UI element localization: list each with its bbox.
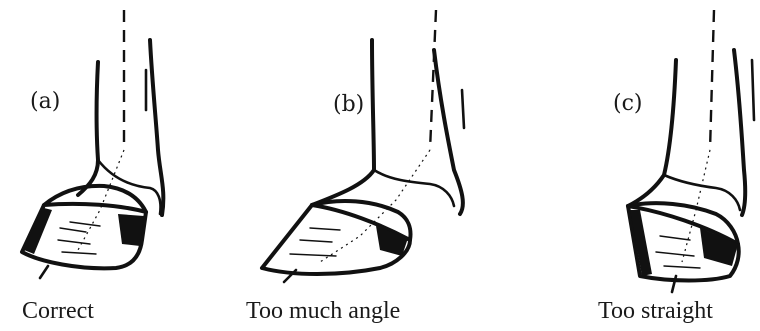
panel-c-caption: Too straight bbox=[598, 298, 713, 324]
panel-c-leg-front bbox=[626, 58, 678, 208]
panel-a-leg-front bbox=[76, 60, 100, 197]
panel-b-tendon bbox=[460, 88, 466, 130]
panel-a-coronet bbox=[42, 183, 148, 214]
panel-a-hoof bbox=[20, 201, 148, 271]
panel-c: (c) Too straight bbox=[598, 9, 756, 324]
panel-b-hoof bbox=[260, 203, 412, 276]
panel-b: (b) Too much angle bbox=[246, 9, 466, 324]
panel-c-hoof bbox=[626, 204, 741, 283]
panel-c-coronet bbox=[626, 201, 740, 246]
panel-b-coronet bbox=[310, 198, 413, 242]
panel-b-leg-front bbox=[310, 38, 376, 207]
panel-a-leg-back bbox=[148, 38, 166, 217]
panel-a-label: (a) bbox=[30, 89, 60, 114]
panel-b-leg-back bbox=[432, 48, 465, 216]
panel-c-axis bbox=[708, 9, 716, 151]
panel-a-hoof-shade bbox=[24, 208, 52, 254]
panel-c-hoof-shade bbox=[630, 210, 652, 276]
panel-c-label: (c) bbox=[613, 91, 643, 116]
panel-a: (a) Correct bbox=[20, 10, 166, 324]
panel-a-pastern bbox=[96, 158, 162, 216]
panel-c-pastern bbox=[662, 173, 742, 212]
panel-a-caption: Correct bbox=[22, 298, 94, 324]
panel-c-leg-back bbox=[732, 48, 748, 217]
panel-b-label: (b) bbox=[333, 92, 364, 117]
panel-c-tendon bbox=[750, 58, 756, 122]
panel-b-caption: Too much angle bbox=[246, 298, 400, 324]
panel-b-axis bbox=[428, 9, 438, 151]
panel-b-pastern bbox=[372, 168, 456, 208]
